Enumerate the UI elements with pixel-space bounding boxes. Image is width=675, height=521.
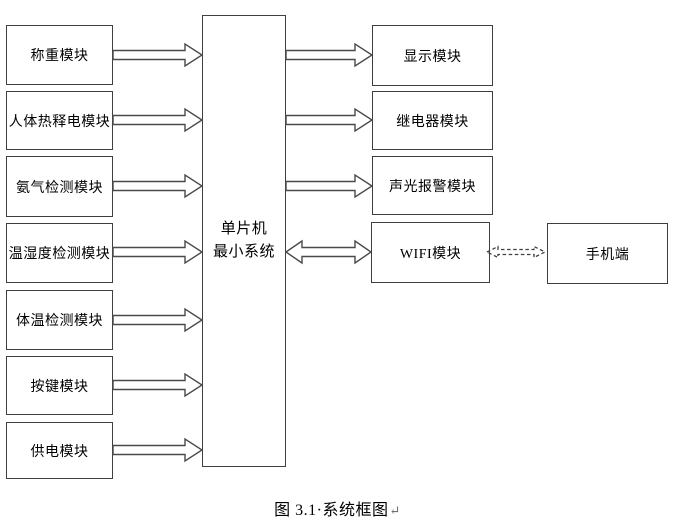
- phone-box: 手机端: [547, 223, 668, 284]
- module-label: 温湿度检测模块: [8, 247, 111, 262]
- module-box-display: 显示模块: [372, 25, 493, 86]
- arrow-mcu-to-relay: [285, 107, 374, 133]
- phone-label: 手机端: [585, 247, 630, 263]
- module-label: 继电器模块: [396, 114, 469, 130]
- module-box-temp-humidity-detect: 温湿度检测模块: [6, 223, 113, 283]
- module-box-relay: 继电器模块: [372, 91, 493, 150]
- module-box-ammonia-detect: 氨气检测模块: [6, 156, 113, 217]
- mcu-minimal-system-box: 单片机 最小系统: [202, 15, 286, 467]
- arrow-power-to-mcu: [112, 437, 204, 463]
- module-label: 按键模块: [30, 379, 89, 395]
- module-box-wifi: WIFI模块: [371, 222, 490, 283]
- arrow-mcu-to-display: [285, 42, 374, 68]
- module-box-body-temp-detect: 体温检测模块: [6, 290, 113, 350]
- arrow-keys-to-mcu: [112, 372, 204, 398]
- module-box-keys: 按键模块: [6, 356, 113, 415]
- module-label: 供电模块: [30, 444, 89, 460]
- paragraph-return-mark: ↵: [389, 503, 401, 518]
- module-box-human-pyroelectric: 人体热释电模块: [6, 91, 113, 150]
- arrow-temp-humidity-to-mcu: [112, 239, 204, 265]
- mcu-label-line1: 单片机: [220, 220, 268, 237]
- arrow-pyroelectric-to-mcu: [112, 107, 204, 133]
- arrow-ammonia-to-mcu: [112, 173, 204, 199]
- module-label: WIFI模块: [399, 246, 462, 262]
- arrow-mcu-to-alarm: [285, 173, 374, 199]
- module-label: 人体热释电模块: [8, 114, 111, 130]
- module-label: 称重模块: [30, 49, 89, 64]
- arrow-body-temp-to-mcu: [112, 307, 204, 333]
- module-label: 氨气检测模块: [16, 180, 103, 196]
- mcu-label-line2: 最小系统: [212, 244, 275, 260]
- figure-caption-text: 图 3.1·系统框图: [274, 502, 389, 519]
- module-box-weighing: 称重模块: [6, 25, 113, 85]
- figure-caption: 图 3.1·系统框图↵: [0, 496, 675, 520]
- arrow-mcu-wifi-bidirectional: [284, 239, 373, 265]
- module-box-sound-light-alarm: 声光报警模块: [372, 156, 493, 215]
- module-label: 体温检测模块: [16, 314, 103, 329]
- arrow-weighing-to-mcu: [112, 42, 204, 68]
- arrow-wifi-phone-dashed-bidirectional: [485, 245, 547, 259]
- module-label: 声光报警模块: [389, 179, 476, 195]
- module-label: 显示模块: [403, 49, 462, 65]
- module-box-power-supply: 供电模块: [6, 422, 113, 479]
